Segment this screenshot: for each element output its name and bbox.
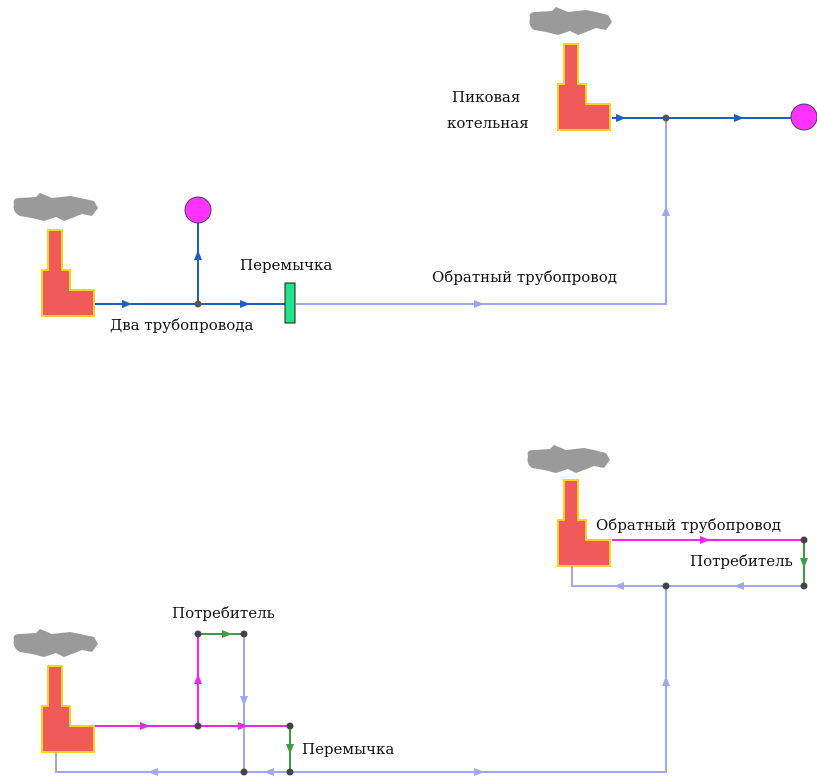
main-boiler-house-bottom — [13, 629, 99, 753]
peak-boiler-house — [529, 7, 612, 131]
jumper-label-bottom: Перемычка — [302, 740, 394, 758]
smoke-cloud-icon — [529, 7, 612, 35]
green-pipes-bottom — [198, 540, 805, 772]
consumer-left-label: Потребитель — [172, 604, 275, 622]
smoke-cloud-icon — [527, 445, 610, 473]
pipe-nodes-top — [194, 114, 670, 308]
consumer-icon — [790, 103, 817, 131]
return-pipe-label-bottom: Обратный трубопровод — [596, 516, 781, 534]
return-pipes-bottom — [55, 566, 804, 773]
return-pipe-top — [296, 118, 667, 305]
smoke-cloud-icon — [13, 193, 99, 221]
flow-arrows-green — [222, 558, 808, 754]
peak-boiler-label-line1: Пиковая — [452, 88, 520, 106]
main-boiler-house-top — [13, 193, 99, 317]
jumper-icon — [284, 282, 296, 324]
boiler-house-icon — [41, 229, 95, 317]
boiler-house-icon — [41, 665, 95, 753]
peak-boiler-house-bottom — [527, 445, 611, 567]
boiler-house-icon — [557, 43, 611, 131]
boiler-house-icon — [557, 479, 611, 567]
return-pipe-label: Обратный трубопровод — [432, 268, 617, 286]
consumer-right-label: Потребитель — [690, 552, 793, 570]
pipe-nodes-bottom — [194, 536, 808, 776]
flow-arrows-supply — [122, 114, 744, 308]
flow-arrows-magenta — [140, 536, 710, 730]
smoke-cloud-icon — [13, 629, 99, 657]
flow-arrows-return-bottom — [148, 582, 744, 776]
two-pipes-label: Два трубопровода — [110, 316, 253, 334]
flow-arrows-return — [474, 206, 670, 308]
peak-boiler-label-line2: котельная — [447, 114, 529, 132]
consumer-icon — [184, 196, 212, 224]
jumper-label: Перемычка — [240, 256, 332, 274]
